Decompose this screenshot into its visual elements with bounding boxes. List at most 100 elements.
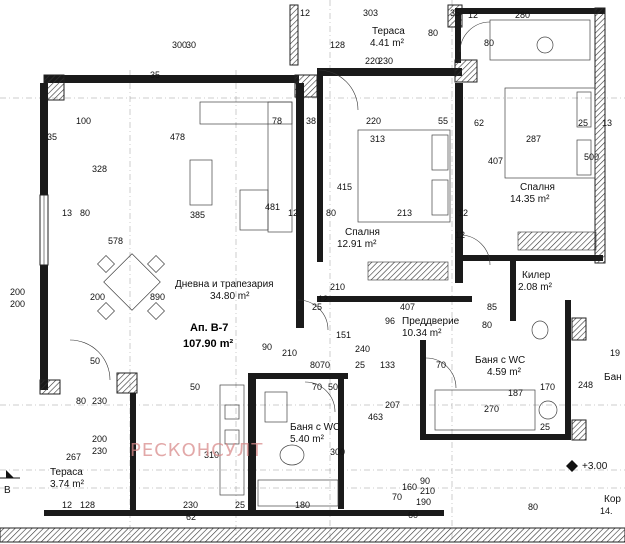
dim: 50 — [90, 356, 100, 366]
dim: 180 — [295, 500, 310, 510]
dim: 62 — [186, 512, 196, 522]
dim: 190 — [416, 497, 431, 507]
dim: 478 — [170, 132, 185, 142]
dim: 200 — [90, 292, 105, 302]
dim: 220 — [366, 116, 381, 126]
room-area-bedroom-right: 14.35 m² — [510, 194, 550, 205]
dim: 78 — [272, 116, 282, 126]
section-label: B — [4, 485, 11, 496]
room-name-bath-right: Баня с WC — [475, 355, 525, 366]
section-marker: B — [0, 470, 20, 496]
dim: 25 — [578, 118, 588, 128]
room-name-terrace-bottom: Тераса — [50, 467, 83, 478]
doors — [69, 21, 491, 413]
apartment-id: Ап. В-7 — [190, 322, 228, 334]
room-area-bedroom-mid: 12.91 m² — [337, 239, 377, 250]
dim: 328 — [92, 164, 107, 174]
dim: 25 — [312, 302, 322, 312]
dim: 407 — [488, 156, 503, 166]
dim: 85 — [487, 302, 497, 312]
dim: 25 — [235, 500, 245, 510]
dim: 38 — [306, 116, 316, 126]
dim: 248 — [578, 380, 593, 390]
dim: 463 — [368, 412, 383, 422]
dim: 70 — [392, 492, 402, 502]
dim: 415 — [337, 182, 352, 192]
dim: 303 — [363, 8, 378, 18]
dim: 25 — [355, 360, 365, 370]
dim: 481 — [265, 202, 280, 212]
dim: 890 — [150, 292, 165, 302]
dim: 200 — [10, 287, 25, 297]
room-area-bath-right: 4.59 m² — [487, 367, 522, 378]
dim: 213 — [397, 208, 412, 218]
dim: 12 — [468, 10, 478, 20]
dim: 230 — [378, 56, 393, 66]
furniture — [97, 19, 597, 507]
room-area-terrace-bottom: 3.74 m² — [50, 479, 85, 490]
dim: 55 — [438, 116, 448, 126]
dim: 90 — [262, 342, 272, 352]
dim: 230 — [92, 396, 107, 406]
dim: 240 — [355, 344, 370, 354]
dim: 170 — [540, 382, 555, 392]
dim: 96 — [385, 316, 395, 326]
partial-label-bath: Бан — [604, 372, 622, 383]
apartment-total-area: 107.90 m² — [183, 338, 233, 350]
dim: 310 — [204, 450, 219, 460]
dim: 12 — [455, 230, 465, 240]
dim: 12 — [300, 8, 310, 18]
room-area-closet: 2.08 m² — [518, 282, 553, 293]
dim: 210 — [282, 348, 297, 358]
dim: 160 — [402, 482, 417, 492]
dim: 13 — [62, 208, 72, 218]
dim: 80 — [76, 396, 86, 406]
dim: 12 — [318, 294, 328, 304]
partial-label-number: 19 — [610, 348, 620, 358]
room-area-bath-left: 5.40 m² — [290, 434, 325, 445]
dim: 270 — [484, 404, 499, 414]
dim: 407 — [400, 302, 415, 312]
room-name-terrace-top: Тераса — [372, 26, 405, 37]
dim: 300 — [330, 447, 345, 457]
dim: 578 — [108, 236, 123, 246]
dim: 313 — [370, 134, 385, 144]
dim: 90 — [420, 476, 430, 486]
dim: 280 — [515, 10, 530, 20]
dim: 100 — [76, 116, 91, 126]
dim: 133 — [380, 360, 395, 370]
dim: 60 — [408, 510, 418, 520]
dim: 13 — [602, 118, 612, 128]
room-area-living: 34.80 m² — [210, 291, 250, 302]
dimension-labels: 12 303 35 12 280 300 30 128 220 230 80 8… — [10, 8, 613, 522]
dim: 187 — [508, 388, 523, 398]
dim: 80 — [482, 320, 492, 330]
level-mark-text: +3.00 — [582, 461, 608, 472]
dim: 30 — [186, 40, 196, 50]
dim: 35 — [150, 70, 160, 80]
dim: 12 — [288, 208, 298, 218]
room-name-living: Дневна и трапезария — [175, 279, 274, 290]
dim: 287 — [526, 134, 541, 144]
dim: 80 — [428, 28, 438, 38]
watermark: РЕСКОНСУЛТ — [130, 440, 263, 461]
room-labels: Тераса 4.41 m² Спалня 14.35 m² Спалня 12… — [50, 26, 555, 490]
dim: 385 — [190, 210, 205, 220]
room-area-hall: 10.34 m² — [402, 328, 442, 339]
dim: 25 — [540, 422, 550, 432]
dim: 128 — [80, 500, 95, 510]
dim: 80 — [484, 38, 494, 48]
room-name-bedroom-mid: Спалня — [345, 227, 380, 238]
dim: 230 — [183, 500, 198, 510]
dim: 207 — [385, 400, 400, 410]
dim: 70 — [320, 360, 330, 370]
room-name-hall: Преддверие — [402, 316, 460, 327]
level-marker: +3.00 — [566, 460, 608, 472]
dim: 80 — [528, 502, 538, 512]
dim: 267 — [66, 452, 81, 462]
dim: 210 — [420, 486, 435, 496]
walls — [0, 4, 625, 543]
dim: 70 — [312, 382, 322, 392]
